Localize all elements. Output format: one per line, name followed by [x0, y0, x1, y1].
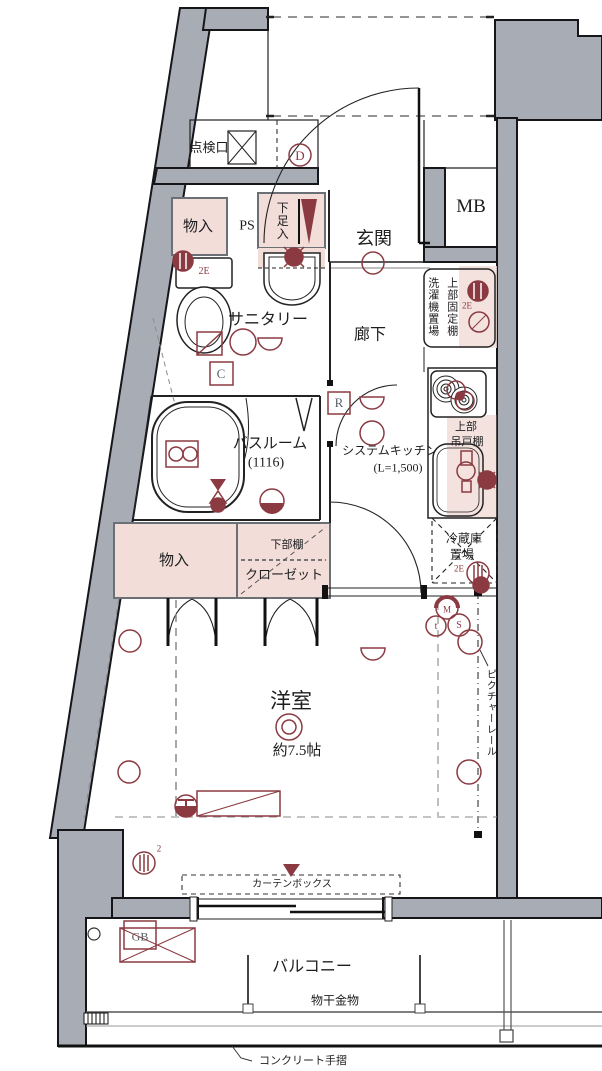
room-light-2	[117, 760, 141, 784]
lines-layer	[58, 15, 602, 1062]
outlet-toilet	[172, 250, 194, 272]
picture-rail-line	[474, 589, 489, 838]
bifold-doors	[166, 598, 319, 646]
bath-mixer	[165, 440, 285, 514]
entrance-door	[263, 87, 430, 245]
sanitary-wall-light	[257, 337, 283, 351]
outlet-window	[132, 851, 156, 875]
wall-mb-horizontal	[423, 246, 498, 263]
bath-folding-door	[295, 397, 313, 432]
washer-shelf-area	[459, 266, 497, 348]
balcony-structure	[58, 920, 602, 1062]
wall-under-hatch	[152, 167, 319, 185]
curtain-box	[181, 874, 401, 895]
toilet	[175, 257, 233, 354]
curtain-marker	[283, 864, 300, 877]
storage-top-box	[171, 197, 228, 256]
wall-mb-vertical	[423, 167, 446, 251]
room-light-1	[118, 629, 142, 653]
corridor-light	[359, 420, 385, 446]
symbol-box-c	[209, 361, 234, 386]
western-room-door	[322, 501, 497, 599]
door-chime-circle	[288, 143, 312, 167]
sanitary-fan	[196, 331, 223, 356]
room-light-3	[456, 759, 482, 785]
basin-faucet	[283, 246, 305, 268]
meter-symbols	[425, 576, 490, 655]
shoebox-shelf	[301, 199, 317, 244]
kitchen-upper-cabinet-area	[447, 415, 497, 518]
outlet-washer	[467, 280, 490, 333]
sanitary-door-arc	[335, 384, 398, 447]
room-wall-light	[360, 647, 386, 661]
sanitary-light	[229, 328, 257, 356]
fridge-space	[431, 517, 498, 584]
symbols-layer	[117, 143, 497, 963]
corridor-wall-light	[359, 396, 385, 410]
wall-right-column	[496, 117, 518, 901]
wall-bottom-left-band	[111, 897, 199, 919]
washbasin	[258, 252, 325, 306]
washer-pan	[423, 268, 496, 348]
tv-outlet	[174, 790, 281, 818]
wall-top-stub	[201, 7, 269, 31]
symbol-box-r	[327, 391, 351, 415]
gas-box	[119, 920, 196, 963]
genkan-light	[361, 251, 385, 275]
fixtures-layer	[151, 252, 496, 517]
ceiling-rose	[275, 713, 303, 741]
closet-monoire-box	[113, 522, 238, 599]
wall-top-right	[494, 19, 602, 121]
kitchen-faucet	[456, 450, 497, 493]
balcony-window	[189, 896, 393, 922]
wall-bottom-right	[382, 897, 602, 919]
